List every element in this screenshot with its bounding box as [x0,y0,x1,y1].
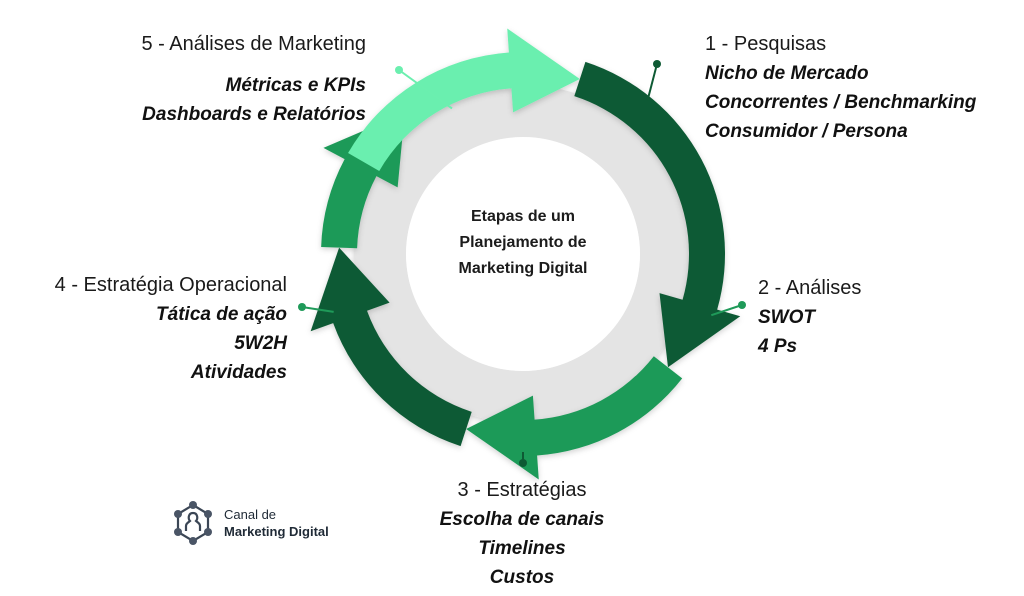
center-title-line1: Etapas de um [470,208,576,225]
stage-4-title: 4 - Estratégia Operacional [54,274,287,296]
stage-3-label: 3 - Estratégias Escolha de canais Timeli… [402,476,642,592]
stage-3-item: Timelines [478,538,566,559]
stage-1-item: Nicho de Mercado [705,63,869,84]
network-person-icon [174,501,212,545]
stage-3-title: 3 - Estratégias [457,479,587,501]
stage-4-item: Tática de ação [156,304,287,325]
stage-1-connector-line [646,63,658,101]
stage-5-arrow [348,28,580,172]
stage-5-connector-dot [395,66,403,74]
stage-3-item: Custos [489,567,555,588]
brand-logo: Canal de Marketing Digital [170,500,329,546]
stage-1-label: 1 - Pesquisas Nicho de Mercado Concorren… [705,30,976,146]
logo-text: Canal de Marketing Digital [224,506,329,540]
stage-4-item: Atividades [190,362,287,383]
stage-3-item: Escolha de canais [439,509,605,530]
center-title-line2: Planejamento de [459,234,587,251]
stage-2-connector-dot [738,301,746,309]
stage-4-item: 5W2H [234,333,287,354]
center-title: Etapas de um Planejamento de Marketing D… [423,204,623,282]
grey-ring [354,85,692,423]
stage-1-item: Consumidor / Persona [705,121,908,142]
stage-5-connector-line [398,69,453,110]
stage-2-title: 2 - Análises [758,277,862,299]
stage-4-connector-dot [298,303,306,311]
center-title-line3: Marketing Digital [458,260,588,277]
stage-5-item: Métricas e KPIs [225,75,366,96]
stage-2-connector-line [710,304,743,317]
stage-5-item: Dashboards e Relatórios [142,104,366,125]
connectors [298,60,746,467]
stage-5-title: 5 - Análises de Marketing [141,33,366,55]
stage-5-label: 5 - Análises de Marketing Métricas e KPI… [60,30,366,129]
logo-line2: Marketing Digital [224,524,329,539]
stage-2-arrow [466,356,683,480]
logo-line1: Canal de [224,507,277,522]
stage-2-item: SWOT [758,307,815,328]
stage-4-label: 4 - Estratégia Operacional Tática de açã… [0,271,287,387]
stage-2-item: 4 Ps [758,336,798,357]
stage-3-connector-dot [519,459,527,467]
stage-1-title: 1 - Pesquisas [705,33,827,55]
stage-1-item: Concorrentes / Benchmarking [705,92,977,113]
arrow-ring [310,28,741,480]
stage-2-label: 2 - Análises SWOT 4 Ps [758,274,861,361]
inner-disc [406,137,640,371]
stage-1-connector-dot [653,60,661,68]
stage-1-arrow [574,61,741,368]
stage-3-arrow [310,247,472,447]
stage-4-connector-line [301,306,334,313]
